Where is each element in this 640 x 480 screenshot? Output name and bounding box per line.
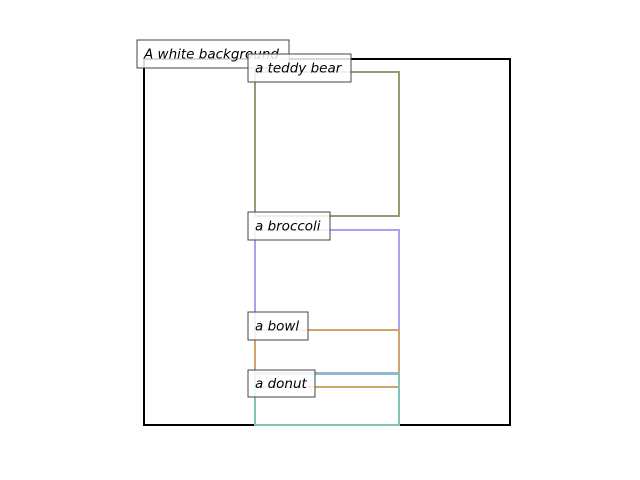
label-donut-text: a donut <box>255 376 308 392</box>
scene-frame <box>143 58 511 426</box>
bowl-box <box>254 329 400 388</box>
label-bowl-text: a bowl <box>255 319 299 335</box>
donut-box <box>254 373 400 426</box>
label-teddy-bear: a teddy bear <box>247 53 352 83</box>
label-broccoli-text: a broccoli <box>255 219 321 235</box>
label-broccoli: a broccoli <box>247 211 331 241</box>
label-teddy-bear-text: a teddy bear <box>255 61 343 77</box>
label-donut: a donut <box>247 369 316 398</box>
label-background-text: A white background <box>143 47 279 63</box>
label-bowl: a bowl <box>247 311 309 341</box>
broccoli-box <box>254 229 400 374</box>
teddy-bear-box <box>254 71 400 217</box>
